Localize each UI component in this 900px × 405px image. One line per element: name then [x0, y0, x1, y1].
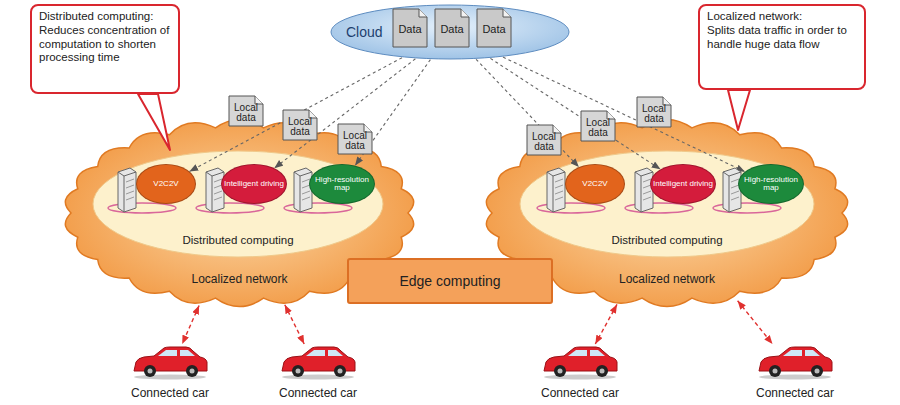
service-bubble: High-resolution map [738, 164, 804, 204]
service-bubble: V2C2V [565, 164, 625, 204]
node-label: V2C2V [153, 180, 178, 188]
node-label: Splits data traffic in order to handle h… [707, 24, 857, 52]
dashed-arrow [476, 59, 579, 167]
dashed-arrow [182, 306, 199, 345]
cloud-ellipse: Cloud Data Data Data [330, 4, 570, 60]
service-bubble: Intelligent driving [650, 164, 716, 204]
callout-box: Localized network:Splits data traffic in… [698, 4, 866, 90]
node-label: Connected car [756, 386, 834, 400]
local-data-document: Local data [224, 95, 268, 127]
computing-ellipse: Distributed computing V2C2V Intelligent dr… [92, 150, 384, 258]
car-illustration [278, 344, 358, 380]
node-label: Edge computing [399, 273, 500, 289]
node-label: Connected car [131, 386, 209, 400]
service-bubble: High-resolution map [309, 164, 375, 204]
node-label: Distributed computing [182, 234, 293, 246]
node-label: Connected car [541, 386, 619, 400]
callout-heading: Localized network: [707, 10, 857, 24]
node-label: V2C2V [582, 180, 607, 188]
node-label: Distributed computing [611, 234, 722, 246]
node-label: Data [482, 24, 505, 36]
car-illustration [540, 344, 620, 380]
data-document: Data [434, 8, 470, 48]
edge-box: Edge computing [347, 258, 553, 304]
data-document: Data [476, 8, 512, 48]
node-label: Local data [224, 103, 268, 124]
node-label: Connected car [279, 386, 357, 400]
local-data-document: Local data [278, 109, 322, 141]
car-illustration [755, 344, 835, 380]
node-label: Data [398, 24, 421, 36]
node-label: Local data [333, 131, 377, 152]
connected-car: Connected car [125, 344, 215, 400]
node-label: Localized network [619, 272, 715, 286]
node-label: Local data [576, 118, 620, 139]
dashed-arrow [274, 59, 415, 168]
computing-ellipse: Distributed computing V2C2V Intelligent dr… [519, 150, 815, 258]
node-label: Cloud [346, 24, 383, 40]
local-data-document: Local data [576, 110, 620, 142]
node-label: Reduces concentration of computation to … [39, 24, 171, 65]
local-data-document: Local data [333, 123, 377, 155]
node-label: High-resolution map [739, 176, 803, 193]
callout-box: Distributed computing:Reduces concentrat… [30, 4, 180, 94]
service-bubble: V2C2V [136, 164, 196, 204]
callout-tail [728, 90, 750, 130]
local-data-document: Local data [632, 96, 676, 128]
connected-car: Connected car [273, 344, 363, 400]
dashed-arrow [285, 305, 304, 344]
service-bubble: Intelligent driving [221, 164, 287, 204]
node-label: Localized network [191, 272, 287, 286]
node-label: High-resolution map [310, 176, 374, 193]
node-label: Data [440, 24, 463, 36]
connected-car: Connected car [750, 344, 840, 400]
node-label: Intelligent driving [224, 180, 284, 188]
node-label: Local data [522, 132, 566, 153]
car-illustration [130, 344, 210, 380]
node-label: Intelligent driving [653, 180, 713, 188]
node-label: Local data [632, 104, 676, 125]
connected-car: Connected car [535, 344, 625, 400]
dashed-arrow [738, 301, 773, 344]
callout-heading: Distributed computing: [39, 10, 171, 24]
data-document: Data [392, 8, 428, 48]
node-label: Local data [278, 117, 322, 138]
dashed-arrow [595, 304, 617, 344]
local-data-document: Local data [522, 124, 566, 156]
